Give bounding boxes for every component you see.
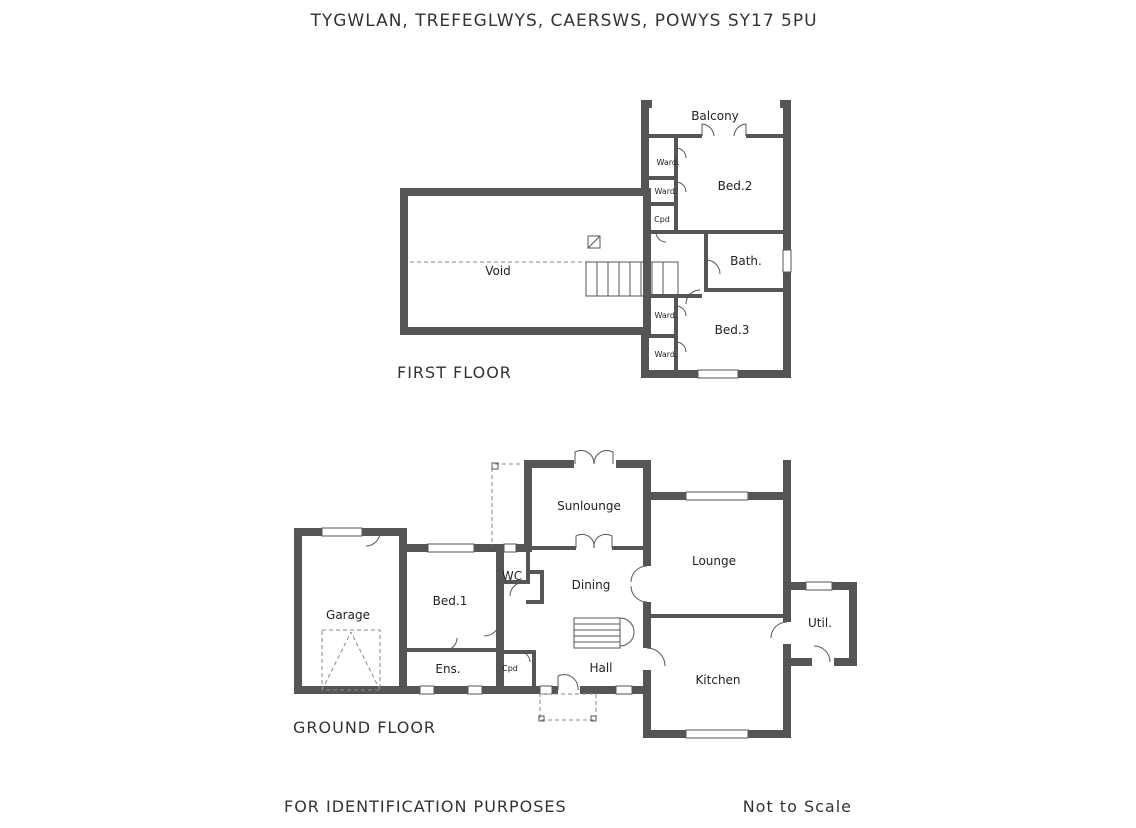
- first-floor-stairs: [585, 261, 679, 297]
- room-label-balcony: Balcony: [691, 109, 739, 123]
- room-label-ward-4: Ward.: [654, 350, 677, 359]
- ground-floor-stairs: [573, 617, 635, 649]
- room-label-bed1: Bed.1: [433, 594, 468, 608]
- first-floor-plan: Balcony Bed.2 Ward. Ward. Cpd Void Bath.…: [397, 100, 792, 382]
- rooflight-symbol: [587, 235, 601, 249]
- bed3-window: [697, 369, 739, 379]
- ground-floor-title: GROUND FLOOR: [293, 718, 436, 737]
- first-floor-title: FIRST FLOOR: [397, 363, 512, 382]
- room-label-cpd-ground: Cpd: [502, 664, 518, 673]
- room-label-void: Void: [485, 264, 511, 278]
- room-label-bed3: Bed.3: [715, 323, 750, 337]
- scale-note: Not to Scale: [743, 797, 852, 816]
- room-label-dining: Dining: [572, 578, 611, 592]
- address-header: TYGWLAN, TREFEGLWYS, CAERSWS, POWYS SY17…: [309, 11, 817, 31]
- room-label-sunlounge: Sunlounge: [557, 499, 621, 513]
- room-label-util: Util.: [808, 616, 832, 630]
- room-label-ward-1: Ward.: [656, 158, 679, 167]
- room-label-lounge: Lounge: [692, 554, 736, 568]
- porch-canopy: [539, 693, 597, 721]
- bath-window: [782, 249, 792, 273]
- garage-door-symbol: [321, 629, 381, 691]
- room-label-bath: Bath.: [730, 254, 762, 268]
- room-label-cpd-first: Cpd: [654, 215, 670, 224]
- first-floor-outer-wall: [641, 100, 791, 378]
- room-label-ens: Ens.: [435, 662, 460, 676]
- ground-floor-plan: Sunlounge Lounge WC Dining Garage Bed.1 …: [293, 450, 857, 739]
- room-label-bed2: Bed.2: [718, 179, 753, 193]
- room-label-ward-2: Ward.: [654, 187, 677, 196]
- room-label-garage: Garage: [326, 608, 370, 622]
- room-label-ward-3: Ward.: [654, 311, 677, 320]
- room-label-kitchen: Kitchen: [695, 673, 740, 687]
- room-label-wc: WC: [502, 569, 522, 583]
- room-label-hall: Hall: [589, 661, 612, 675]
- identification-disclaimer: FOR IDENTIFICATION PURPOSES: [284, 797, 567, 816]
